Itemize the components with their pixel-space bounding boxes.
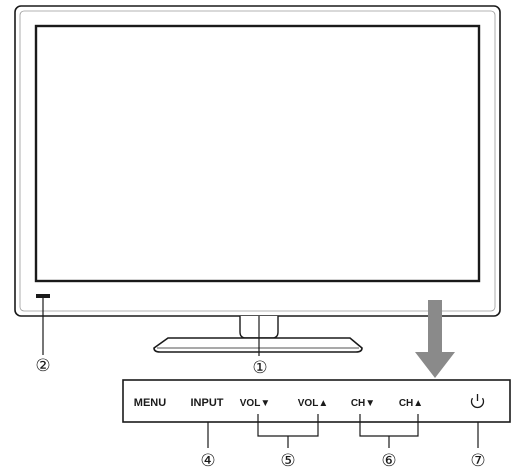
vol-up-button[interactable]: VOL▲ (298, 398, 328, 409)
tv-bezel-inner-edge (19, 10, 496, 312)
ch-up-button[interactable]: CH▲ (399, 398, 423, 409)
power-icon[interactable] (470, 394, 485, 409)
power-indicator-led (36, 294, 50, 298)
ch-down-button[interactable]: CH▼ (351, 398, 375, 409)
menu-button[interactable]: MENU (134, 397, 166, 409)
tv-screen (34, 24, 481, 283)
callout-5: ⑤ (280, 451, 295, 471)
stand-base (153, 337, 363, 353)
control-panel (122, 379, 511, 423)
input-button[interactable]: INPUT (191, 397, 224, 409)
zoom-arrow (415, 300, 455, 378)
callout-7: ⑦ (470, 451, 485, 471)
vol-down-button[interactable]: VOL▼ (240, 398, 270, 409)
callout-6: ⑥ (381, 451, 396, 471)
callout-2: ② (35, 356, 50, 376)
callout-1: ① (252, 358, 267, 378)
callout-4: ④ (200, 451, 215, 471)
